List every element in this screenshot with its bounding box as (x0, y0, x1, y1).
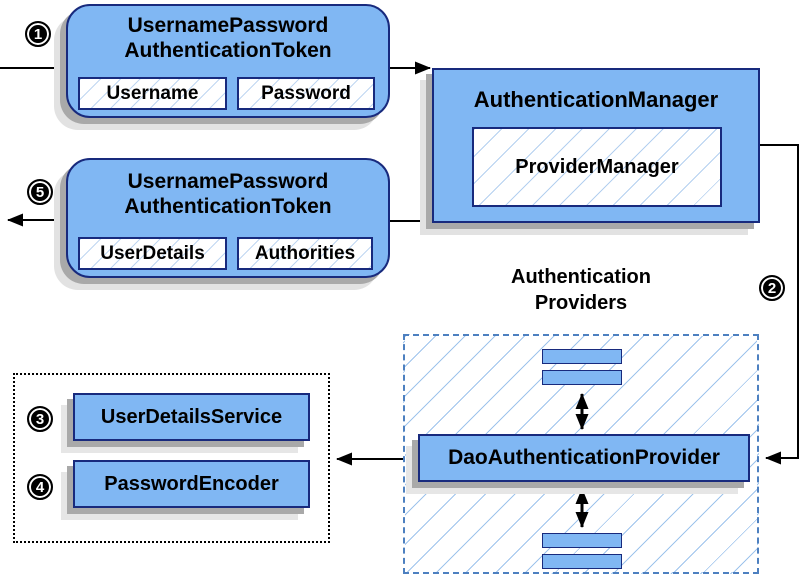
result-token-node: UsernamePassword AuthenticationToken Use… (66, 158, 390, 278)
connector-step2-authmanager-to-provider (760, 144, 799, 465)
step-4-badge: 4 (27, 474, 53, 500)
username-field-box: Username (78, 77, 227, 110)
request-token-title: UsernamePassword AuthenticationToken (124, 14, 332, 62)
provider-manager-box: ProviderManager (472, 127, 722, 207)
other-provider-bar (542, 370, 622, 385)
step-1-badge: 1 (25, 21, 51, 47)
dao-authentication-provider-node: DaoAuthenticationProvider (418, 434, 750, 482)
other-provider-bar (542, 554, 622, 569)
authorities-field-box: Authorities (237, 237, 373, 270)
user-details-service-node: UserDetailsService (73, 393, 310, 441)
step-2-badge: 2 (759, 275, 785, 301)
authentication-manager-title: AuthenticationManager (473, 87, 719, 112)
other-provider-bar (542, 349, 622, 364)
authentication-providers-label: Authentication Providers (511, 266, 651, 314)
userdetails-field-box: UserDetails (78, 237, 227, 270)
step-3-badge: 3 (27, 406, 53, 432)
collaborators-group-box (13, 373, 330, 543)
authentication-manager-node: AuthenticationManager ProviderManager (432, 68, 760, 223)
result-token-title: UsernamePassword AuthenticationToken (124, 170, 332, 218)
password-field-box: Password (237, 77, 375, 110)
step-5-badge: 5 (27, 179, 53, 205)
other-provider-bar (542, 533, 622, 548)
request-token-node: UsernamePassword AuthenticationToken Use… (66, 4, 390, 118)
password-encoder-node: PasswordEncoder (73, 460, 310, 508)
